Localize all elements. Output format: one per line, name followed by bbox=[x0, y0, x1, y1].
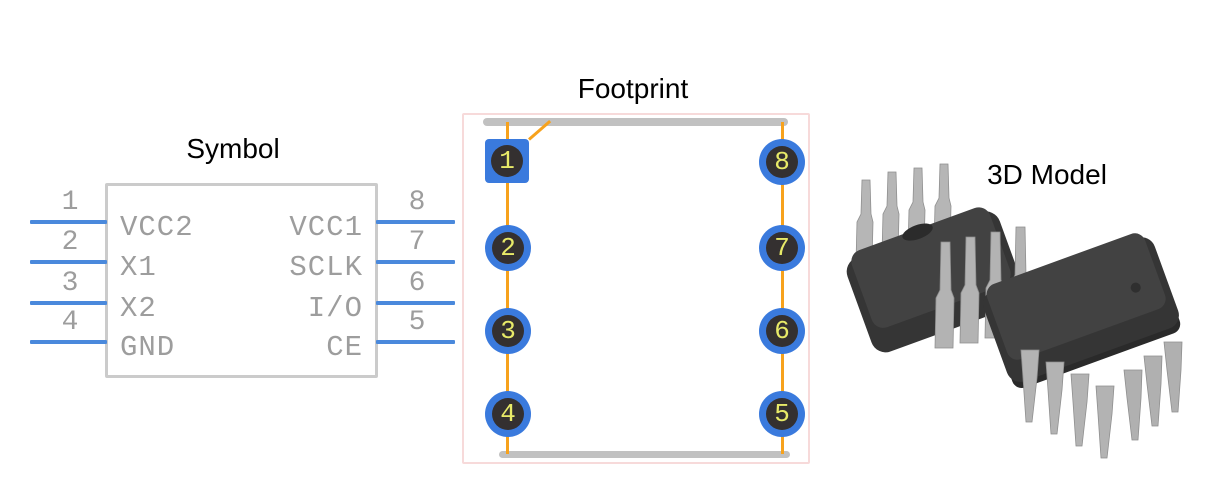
pin-line-1 bbox=[30, 220, 107, 224]
pad-3-hole: 3 bbox=[492, 315, 524, 347]
pad-7-hole: 7 bbox=[766, 232, 798, 264]
silkscreen-bottom-bar bbox=[499, 451, 790, 458]
pin-line-6 bbox=[376, 301, 455, 305]
pad-3-number: 3 bbox=[500, 316, 516, 346]
ratline-left bbox=[506, 122, 509, 454]
pin-number-8: 8 bbox=[408, 187, 426, 218]
pad-2-hole: 2 bbox=[492, 232, 524, 264]
pin-line-8 bbox=[376, 220, 455, 224]
pin-label-vcc1: VCC1 bbox=[289, 211, 363, 244]
pad-4: 4 bbox=[485, 391, 531, 437]
pad-1-number: 1 bbox=[499, 146, 515, 176]
pin-label-ce: CE bbox=[326, 331, 363, 364]
pad-6: 6 bbox=[759, 308, 805, 354]
pin-number-2: 2 bbox=[61, 227, 79, 258]
pad-6-hole: 6 bbox=[766, 315, 798, 347]
pad-1-hole: 1 bbox=[491, 145, 523, 177]
ratline-right bbox=[781, 122, 784, 454]
pad-8-hole: 8 bbox=[766, 146, 798, 178]
pin-label-gnd: GND bbox=[120, 331, 176, 364]
pad-4-number: 4 bbox=[500, 399, 516, 429]
pad-2-number: 2 bbox=[500, 233, 516, 263]
courtyard-outline bbox=[462, 113, 810, 464]
pad-8-number: 8 bbox=[774, 147, 790, 177]
pad-7-number: 7 bbox=[774, 233, 790, 263]
pad-3: 3 bbox=[485, 308, 531, 354]
pin-label-io: I/O bbox=[307, 292, 363, 325]
pad-4-hole: 4 bbox=[492, 398, 524, 430]
pad-5-number: 5 bbox=[774, 399, 790, 429]
pin-number-4: 4 bbox=[61, 307, 79, 338]
pin-label-x1: X1 bbox=[120, 251, 157, 284]
pad-6-number: 6 bbox=[774, 316, 790, 346]
pad-1: 1 bbox=[485, 139, 529, 183]
pin-label-vcc2: VCC2 bbox=[120, 211, 194, 244]
pad-5-hole: 5 bbox=[766, 398, 798, 430]
pad-2: 2 bbox=[485, 225, 531, 271]
pin-number-3: 3 bbox=[61, 268, 79, 299]
pad-8: 8 bbox=[759, 139, 805, 185]
pad-5: 5 bbox=[759, 391, 805, 437]
pin-line-3 bbox=[30, 301, 107, 305]
pin-label-x2: X2 bbox=[120, 292, 157, 325]
pin-line-7 bbox=[376, 260, 455, 264]
dip8-3d-render bbox=[846, 163, 1183, 459]
model3d-title: 3D Model bbox=[987, 159, 1107, 190]
pin-number-5: 5 bbox=[408, 307, 426, 338]
pin-label-sclk: SCLK bbox=[289, 251, 363, 284]
dip8-chip-upright bbox=[982, 233, 1183, 459]
pin-line-5 bbox=[376, 340, 455, 344]
pin-number-7: 7 bbox=[408, 227, 426, 258]
footprint-title: Footprint bbox=[577, 73, 689, 104]
symbol-title: Symbol bbox=[186, 133, 280, 164]
silkscreen-top-bar bbox=[483, 118, 788, 126]
pin-line-2 bbox=[30, 260, 107, 264]
symbol-body-outline bbox=[105, 183, 378, 378]
pad-7: 7 bbox=[759, 225, 805, 271]
pin-line-4 bbox=[30, 340, 107, 344]
pin-number-1: 1 bbox=[61, 187, 79, 218]
pin-number-6: 6 bbox=[408, 268, 426, 299]
